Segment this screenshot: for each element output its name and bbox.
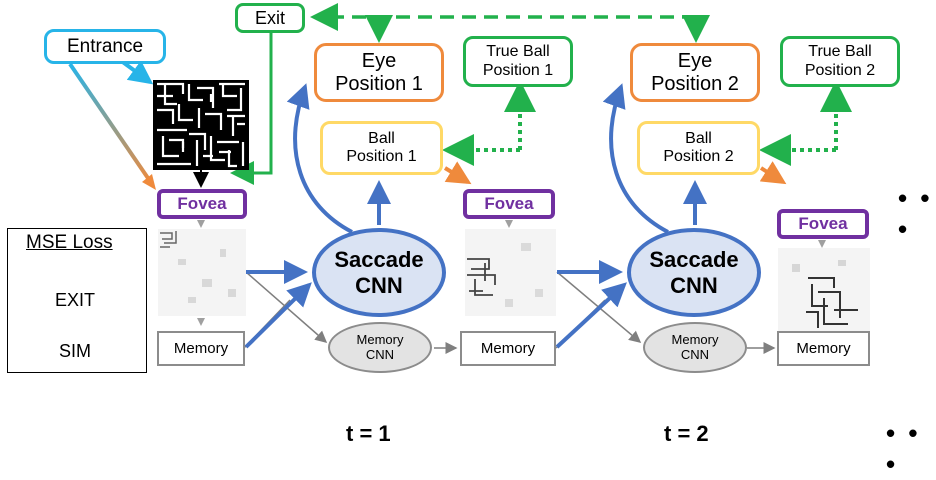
time-label-2: t = 2 [664,421,709,446]
ball-position-1-node: Ball Position 1 [320,121,443,175]
memory-cnn-label-2: Memory CNN [671,332,719,362]
true-ball-position-2-node: True Ball Position 2 [780,36,900,87]
fovea-thumbnail-3-pattern [792,260,858,328]
memory-node-3: Memory [777,331,870,366]
sim-dotted-arrows [442,80,852,166]
blue-arrows-t2 [555,83,707,349]
memory-cnn-node-1: Memory CNN [328,322,432,373]
fovea-label-2: Fovea [484,194,534,214]
entrance-label: Entrance [66,35,144,57]
true-ball-position-1-node: True Ball Position 1 [463,36,573,87]
legend-box [7,228,147,373]
exit-dashed-arrows [310,3,710,43]
blue-arrows-t1 [244,83,391,349]
ellipsis-bottom: • • • [886,418,921,479]
legend-title: MSE Loss [26,232,113,253]
saccade-cnn-label-1: Saccade CNN [334,247,424,298]
memory-node-2: Memory [460,331,556,366]
true-ball-position-2-label: True Ball Position 2 [804,43,876,79]
entrance-to-fovea-arrowhead [142,174,156,190]
time-label-1: t = 1 [346,421,391,446]
fovea-thumbnail-1-pattern [160,231,236,303]
memory-label-3: Memory [796,339,851,357]
fovea-node-3: Fovea [777,209,869,239]
eye-position-1-node: Eye Position 1 [314,43,444,102]
exit-label: Exit [254,7,285,28]
fovea-thumbnail-2-pattern [467,243,543,307]
fovea-node-2: Fovea [463,189,555,219]
ball-position-2-label: Ball Position 2 [663,129,734,165]
maze-pattern [153,80,249,170]
entrance-to-fovea-arrow [68,62,154,186]
fovea-label-3: Fovea [798,214,848,234]
fovea-thumbnail-2 [465,229,556,316]
true-ball-position-1-label: True Ball Position 1 [482,43,554,79]
saccade-cnn-node-2: Saccade CNN [627,228,761,317]
memory-node-1: Memory [157,331,245,366]
fovea-node-1: Fovea [157,189,247,219]
ball-position-1-label: Ball Position 1 [346,129,417,165]
ball2-to-fovea3-arrow [759,161,787,185]
ball1-to-fovea2-arrow [443,161,472,185]
fovea-thumbnail-1 [158,229,246,316]
thumb-to-memory-marker [197,318,205,326]
fovea-to-thumb-marker-1 [197,220,205,228]
saccade-cnn-node-1: Saccade CNN [312,228,446,317]
memory-cnn-label-1: Memory CNN [356,332,404,362]
eye-position-2-node: Eye Position 2 [630,43,760,102]
memory-cnn-node-2: Memory CNN [643,322,747,373]
legend-exit-label: EXIT [55,290,96,310]
legend-sim-label: SIM [59,341,92,361]
eye-position-2-label: Eye Position 2 [651,49,739,95]
eye-position-1-label: Eye Position 1 [335,49,423,95]
memory-label-1: Memory [173,339,229,357]
fovea-to-thumb-marker-2 [505,220,513,228]
maze-image [153,80,249,170]
fovea-to-thumb-marker-3 [818,240,826,248]
fovea-label-1: Fovea [177,194,227,214]
exit-node: Exit [235,3,305,33]
entrance-node: Entrance [44,29,166,64]
ball-position-2-node: Ball Position 2 [637,121,760,175]
diagram-canvas: Exit Entrance Eye Position 1 Eye Positio… [7,3,933,479]
ellipsis-top: • • • [898,183,933,244]
exit-to-maze-connector [230,31,273,185]
fovea-thumbnail-3 [778,248,870,332]
memory-label-2: Memory [480,339,536,357]
saccade-cnn-label-2: Saccade CNN [649,247,739,298]
connector-layer [12,3,852,354]
